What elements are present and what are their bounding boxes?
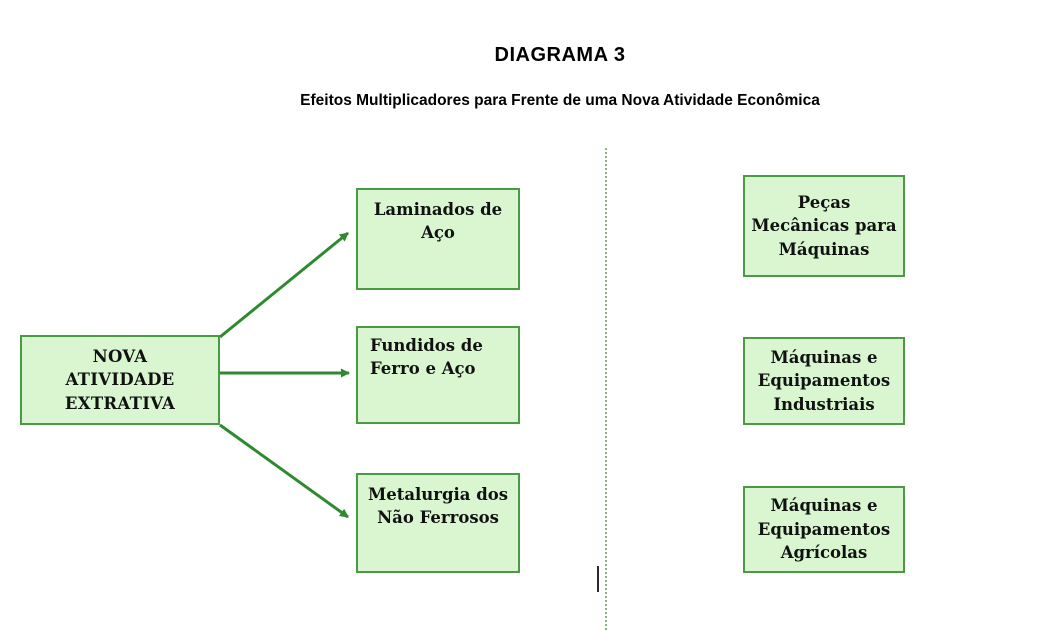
text-cursor [597, 566, 599, 592]
node-label: NOVA ATIVIDADE EXTRATIVA [64, 346, 176, 413]
page-title-wrap: DIAGRAMA 3 [80, 44, 1040, 67]
node-metalurgia-dos-nao-ferrosos[interactable]: Metalurgia dos Não Ferrosos [356, 473, 520, 573]
node-nova-atividade-extrativa[interactable]: NOVA ATIVIDADE EXTRATIVA [20, 335, 220, 425]
page-subtitle: Efeitos Multiplicadores para Frente de u… [300, 92, 820, 109]
node-laminados-de-aco[interactable]: Laminados de Aço [356, 188, 520, 290]
arrow-to-metalurgia [219, 423, 349, 519]
node-label: Fundidos de Ferro e Aço [370, 336, 483, 379]
node-label: Máquinas e Equipamentos Agrícolas [757, 496, 891, 563]
node-label: Metalurgia dos Não Ferrosos [367, 485, 509, 528]
node-label: Laminados de Aço [373, 200, 503, 243]
dotted-divider-line [605, 148, 607, 630]
node-pecas-mecanicas-para-maquinas[interactable]: Peças Mecânicas para Máquinas [743, 175, 905, 277]
node-label: Máquinas e Equipamentos Industriais [757, 347, 891, 414]
node-label: Peças Mecânicas para Máquinas [751, 192, 897, 259]
node-fundidos-de-ferro-e-aco[interactable]: Fundidos de Ferro e Aço [356, 326, 520, 424]
arrow-to-laminados [219, 231, 349, 339]
node-maquinas-e-equipamentos-agricolas[interactable]: Máquinas e Equipamentos Agrícolas [743, 486, 905, 573]
page-title: DIAGRAMA 3 [494, 44, 626, 66]
page-subtitle-wrap: Efeitos Multiplicadores para Frente de u… [80, 92, 1040, 110]
node-maquinas-e-equipamentos-industriais[interactable]: Máquinas e Equipamentos Industriais [743, 337, 905, 425]
